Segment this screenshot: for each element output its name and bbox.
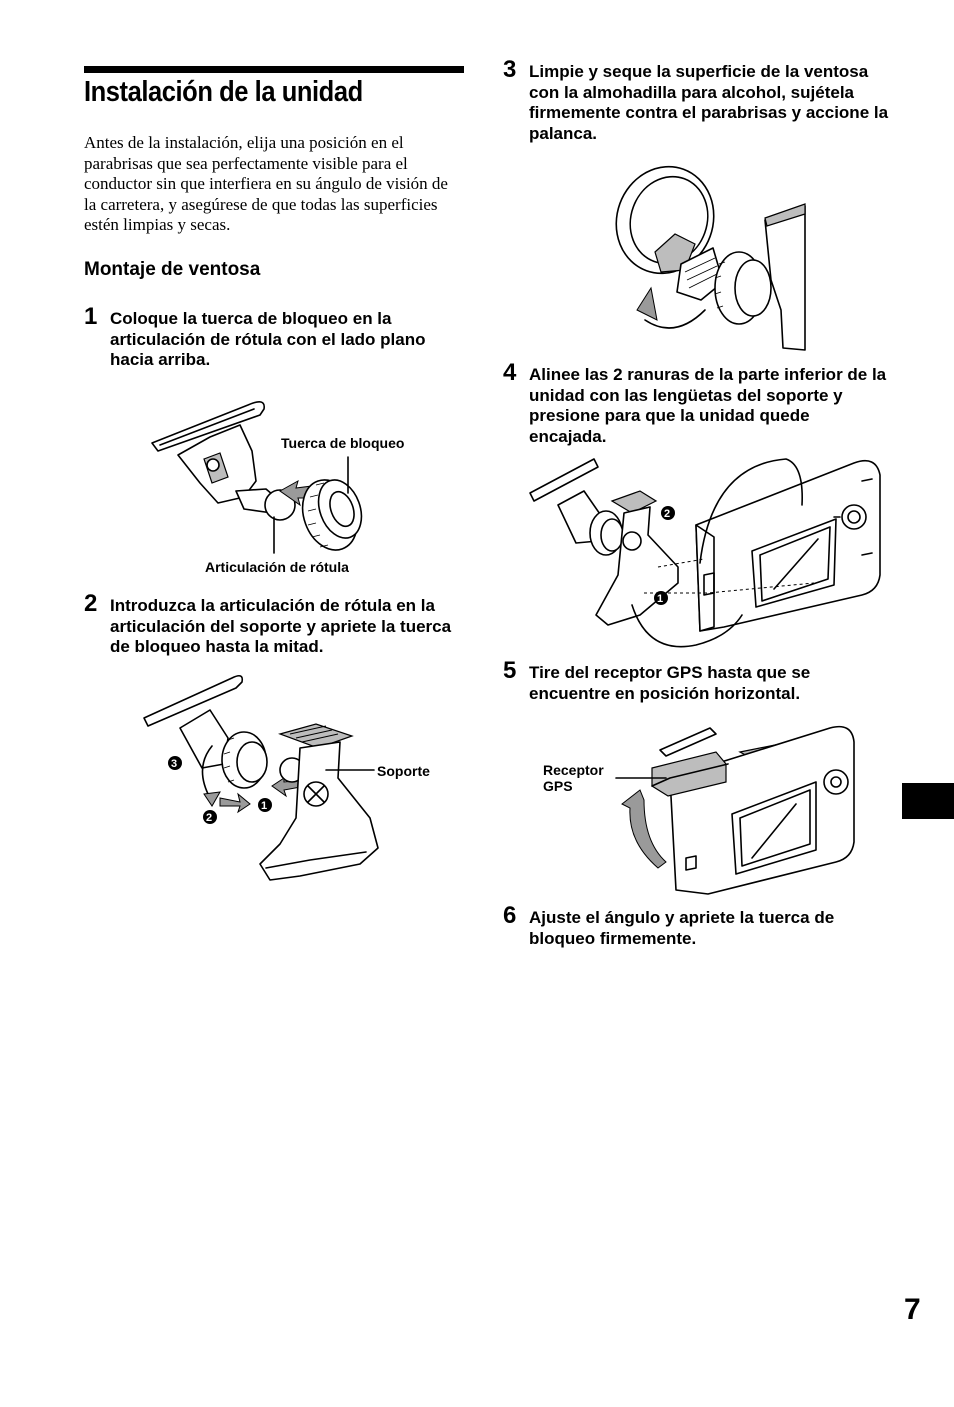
attach-unit-illustration: 2 1	[529, 458, 881, 648]
mount-bracket	[259, 723, 379, 881]
callout-3: 3	[171, 758, 177, 770]
gps-receiver	[651, 751, 729, 797]
step-text: Introduzca la articulación de rótula en …	[110, 596, 452, 657]
navigation-unit	[669, 725, 855, 895]
intro-paragraph: Antes de la instalación, elija una posic…	[84, 133, 448, 235]
figure-suction-cup	[605, 160, 810, 355]
gps-receiver-illustration	[615, 725, 855, 895]
step-number: 1	[84, 303, 98, 330]
step-text: Alinee las 2 ranuras de la parte inferio…	[529, 365, 887, 446]
figure-lock-nut: Tuerca de bloqueo Articulación de rótula	[148, 385, 438, 585]
section-subheading: Montaje de ventosa	[84, 259, 261, 280]
step-number: 6	[503, 902, 517, 929]
label-lock-nut: Tuerca de bloqueo	[281, 435, 405, 451]
step-text: Ajuste el ángulo y apriete la tuerca de …	[529, 908, 835, 948]
suction-cup-illustration	[615, 165, 806, 351]
step-text: Coloque la tuerca de bloqueo en la artic…	[110, 309, 426, 370]
label-support: Soporte	[377, 763, 430, 779]
lock-nut	[301, 479, 363, 551]
step-number: 5	[503, 657, 517, 684]
lock-nut-illustration	[151, 401, 363, 554]
lock-nut-part	[221, 731, 268, 789]
section-tab-marker	[902, 783, 954, 819]
step-number: 4	[503, 359, 517, 386]
page-number: 7	[904, 1293, 921, 1326]
figure-gps-receiver: Receptor GPS	[540, 712, 865, 897]
lock-nut-part	[714, 251, 772, 325]
figure-support: 3 2 1 Soporte	[140, 668, 450, 898]
step-number: 3	[503, 56, 517, 83]
figure-attach-unit: 2 1	[528, 455, 888, 660]
label-gps-receiver: Receptor GPS	[543, 762, 604, 794]
lock-nut-part	[589, 510, 624, 556]
step-number: 2	[84, 590, 98, 617]
callout-2: 2	[664, 508, 670, 520]
step-text: Tire del receptor GPS hasta que se encue…	[529, 663, 811, 703]
support-illustration: 3 2 1	[143, 674, 379, 881]
navigation-unit	[695, 459, 881, 632]
label-ball-joint: Articulación de rótula	[205, 559, 349, 575]
page-title: Instalación de la unidad	[84, 76, 363, 108]
callout-1: 1	[261, 800, 267, 812]
step-text: Limpie y seque la superficie de la vento…	[529, 62, 889, 143]
callout-2: 2	[206, 812, 212, 824]
title-rule	[84, 66, 464, 73]
callout-1: 1	[657, 593, 663, 605]
